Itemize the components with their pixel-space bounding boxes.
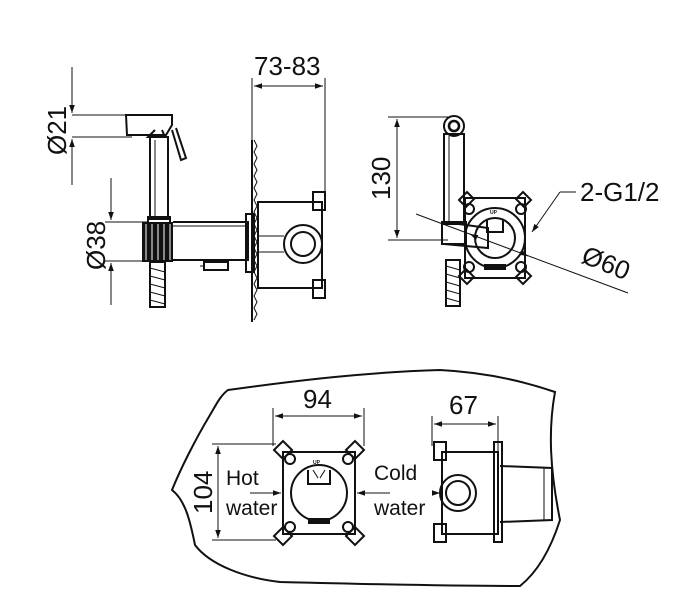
label-height: 130 (366, 157, 396, 200)
hand-shower-front (441, 115, 467, 307)
text-up-box: UP (313, 460, 321, 466)
dim-thread: 2-G1/2 (531, 177, 660, 233)
dim-hose-diameter: Ø38 (81, 178, 148, 305)
label-cold-1: Cold (374, 462, 417, 485)
wall-arm (173, 221, 249, 271)
text-up-front: UP (490, 210, 498, 216)
dim-height: 130 (366, 116, 448, 241)
label-thread: 2-G1/2 (580, 177, 660, 207)
dim-box-depth: 67 (431, 390, 499, 452)
dim-box-width: 94 (272, 384, 365, 446)
holder-knurled (142, 222, 173, 308)
hand-shower (124, 114, 188, 224)
label-cold-2: water (373, 497, 425, 520)
label-hot-2: water (225, 497, 277, 520)
label-box-depth: 67 (449, 390, 478, 420)
valve-box-side (257, 191, 326, 299)
label-handshower-diameter: Ø21 (42, 106, 72, 155)
rough-in-box-side (432, 441, 553, 543)
dim-box-height: 104 (188, 443, 276, 541)
wall-outline (170, 368, 562, 588)
rough-in-view: 104 94 UP (170, 368, 562, 588)
label-plate-diameter: Ø60 (578, 240, 635, 286)
label-box-width: 94 (303, 384, 332, 414)
label-depth-range: 73-83 (254, 51, 321, 81)
valve-front-plate: UP (443, 190, 533, 286)
dim-depth-range: 73-83 (251, 51, 326, 192)
label-hose-diameter: Ø38 (81, 221, 111, 270)
front-view: 130 (366, 115, 660, 307)
dim-handshower-diameter: Ø21 (42, 67, 132, 185)
label-box-height: 104 (188, 471, 218, 514)
side-view: Ø21 Ø38 (42, 51, 326, 322)
label-hot-1: Hot (226, 467, 259, 490)
rough-in-box-front: UP (250, 439, 390, 547)
